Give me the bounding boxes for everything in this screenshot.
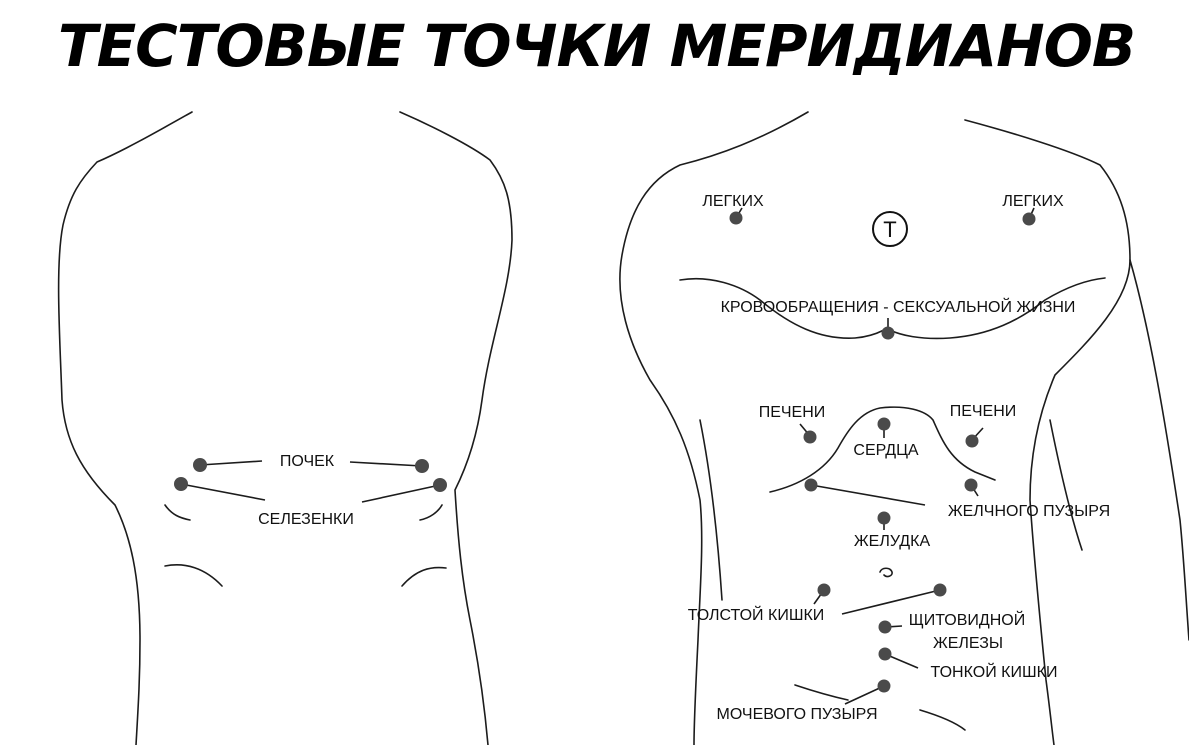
gallbladder-point-left	[804, 478, 818, 492]
front-left-pectoral-line	[679, 277, 885, 339]
back-view-points	[174, 458, 447, 503]
back-left-outline	[57, 111, 193, 745]
label-liver-right: ПЕЧЕНИ	[950, 403, 1017, 420]
label-spleen: СЕЛЕЗЕНКИ	[258, 511, 354, 528]
back-left-hip-curve	[164, 564, 223, 587]
small-intestine-point	[878, 647, 892, 661]
front-hip-curve	[794, 684, 849, 701]
large-intestine-point-left	[817, 583, 831, 597]
label-bladder: МОЧЕВОГО ПУЗЫРЯ	[716, 706, 877, 723]
front-left-outline	[619, 111, 809, 745]
front-view-labels: ЛЕГКИХ ЛЕГКИХ КРОВООБРАЩЕНИЯ - СЕКСУАЛЬН…	[688, 193, 1110, 723]
back-right-outline	[399, 111, 513, 745]
thyroid-point	[878, 620, 892, 634]
label-liver-left: ПЕЧЕНИ	[759, 404, 826, 421]
front-right-arm-inner	[1129, 259, 1189, 641]
label-large-intestine: ТОЛСТОЙ КИШКИ	[688, 605, 825, 624]
front-right-pectoral-line	[889, 277, 1106, 340]
t-symbol: T	[872, 211, 908, 247]
label-thyroid-line1: ЩИТОВИДНОЙ	[909, 610, 1026, 629]
back-right-waist-fold	[419, 504, 443, 521]
label-lungs-right: ЛЕГКИХ	[1002, 193, 1064, 210]
kidneys-right-leader	[349, 461, 423, 467]
large-intestine-right-leader	[841, 589, 941, 615]
gallbladder-left-leader	[810, 484, 926, 506]
back-left-waist-fold	[164, 504, 191, 521]
spleen-left-leader	[180, 483, 266, 501]
front-right-outline	[964, 119, 1131, 745]
bladder-point	[877, 679, 891, 693]
lungs-point-right	[1022, 212, 1036, 226]
spleen-point-right	[433, 478, 447, 492]
front-inguinal-curve	[919, 709, 966, 731]
t-symbol-letter: T	[883, 217, 896, 242]
gallbladder-point-right	[964, 478, 978, 492]
page-title: ТЕСТОВЫЕ ТОЧКИ МЕРИДИАНОВ	[58, 12, 1136, 80]
liver-point-right	[965, 434, 979, 448]
label-gallbladder: ЖЕЛЧНОГО ПУЗЫРЯ	[948, 503, 1110, 520]
kidneys-left-leader	[199, 460, 263, 466]
spleen-point-left	[174, 477, 188, 491]
label-heart: СЕРДЦА	[853, 442, 919, 459]
front-ribcage-arch	[769, 406, 996, 493]
front-right-armpit-line	[1049, 419, 1083, 551]
front-left-armpit-line	[699, 419, 723, 601]
front-view-points	[729, 211, 1036, 693]
front-view-figure	[619, 111, 1189, 745]
kidneys-point-right	[415, 459, 429, 473]
lungs-point-left	[729, 211, 743, 225]
label-thyroid-line2: ЖЕЛЕЗЫ	[933, 635, 1003, 652]
label-lungs-left: ЛЕГКИХ	[702, 193, 764, 210]
heart-point	[877, 417, 891, 431]
back-right-hip-curve	[401, 566, 447, 587]
label-circulation-sex: КРОВООБРАЩЕНИЯ - СЕКСУАЛЬНОЙ ЖИЗНИ	[721, 297, 1076, 316]
circulation-point	[881, 326, 895, 340]
label-small-intestine: ТОНКОЙ КИШКИ	[931, 662, 1058, 681]
large-intestine-point-right	[933, 583, 947, 597]
stomach-point	[877, 511, 891, 525]
kidneys-point-left	[193, 458, 207, 472]
label-kidneys: ПОЧЕК	[280, 453, 335, 470]
navel	[879, 567, 893, 578]
liver-point-left	[803, 430, 817, 444]
back-view-figure	[57, 111, 513, 745]
spleen-right-leader	[361, 484, 441, 503]
bladder-leader	[844, 685, 885, 705]
label-stomach: ЖЕЛУДКА	[854, 533, 931, 550]
